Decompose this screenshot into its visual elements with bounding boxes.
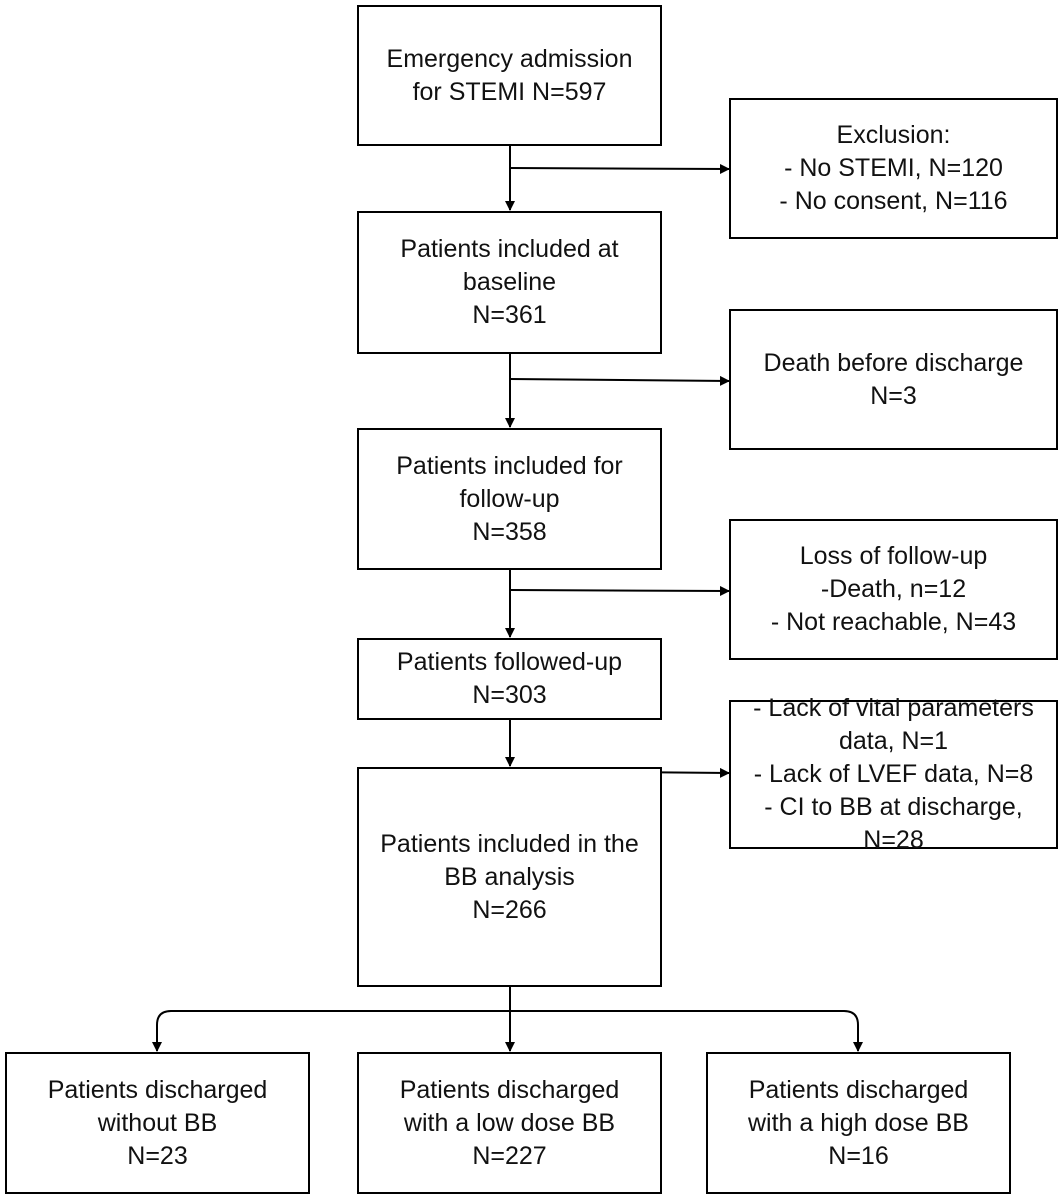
baseline-line-3: N=361 <box>472 301 547 329</box>
followup-included-line-2: follow-up <box>459 484 560 513</box>
missing-line-4: - CI to BB at discharge, <box>764 793 1023 821</box>
bb-analysis-line-3: N=266 <box>472 895 547 924</box>
loss-of-followup-box: Loss of follow-up -Death, n=12 - Not rea… <box>729 519 1058 660</box>
missing-data-box: - Lack of vital parameters data, N=1 - L… <box>729 694 1058 854</box>
followed-up-box: Patients followed-up N=303 <box>357 638 662 720</box>
bb-analysis-box: Patients included in the BB analysis N=2… <box>357 767 662 987</box>
high-dose-bb-box: Patients discharged with a high dose BB … <box>706 1052 1011 1194</box>
missing-line-2: data, N=1 <box>838 727 949 755</box>
high-dose-line-2: with a high dose BB <box>748 1108 969 1137</box>
death-line-2: N=3 <box>870 381 917 410</box>
loss-line-2: -Death, n=12 <box>820 575 967 603</box>
without-bb-line-3: N=23 <box>127 1141 188 1170</box>
low-dose-line-2: with a low dose BB <box>403 1108 616 1137</box>
without-bb-line-2: without BB <box>97 1108 218 1137</box>
arrow-to-death <box>509 375 730 386</box>
followed-up-line-2: N=303 <box>472 681 547 709</box>
without-bb-line-1: Patients discharged <box>47 1075 268 1104</box>
missing-line-3: - Lack of LVEF data, N=8 <box>753 760 1034 788</box>
exclusion-line-1: Exclusion: <box>836 121 951 149</box>
baseline-box: Patients included at baseline N=361 <box>357 211 662 354</box>
high-dose-line-3: N=16 <box>828 1141 889 1170</box>
low-dose-bb-box: Patients discharged with a low dose BB N… <box>357 1052 662 1194</box>
high-dose-line-1: Patients discharged <box>748 1075 969 1104</box>
followup-included-line-3: N=358 <box>472 517 547 546</box>
followup-included-box: Patients included for follow-up N=358 <box>357 428 662 570</box>
exclusion-box: Exclusion: - No STEMI, N=120 - No consen… <box>729 98 1058 239</box>
low-dose-line-3: N=227 <box>472 1141 547 1170</box>
arrow-to-loss <box>509 585 730 596</box>
baseline-line-1: Patients included at <box>400 235 619 263</box>
missing-line-1: - Lack of vital parameters <box>753 694 1034 722</box>
baseline-line-2: baseline <box>462 268 557 296</box>
admission-line-1: Emergency admission <box>386 44 633 73</box>
bb-analysis-line-1: Patients included in the <box>380 829 639 858</box>
loss-line-3: - Not reachable, N=43 <box>770 608 1017 636</box>
loss-line-1: Loss of follow-up <box>799 542 988 570</box>
admission-box: Emergency admission for STEMI N=597 <box>357 5 662 146</box>
followup-included-line-1: Patients included for <box>396 451 623 480</box>
followed-up-line-1: Patients followed-up <box>396 648 623 676</box>
missing-line-5: N=28 <box>863 826 924 854</box>
death-before-discharge-box: Death before discharge N=3 <box>729 309 1058 450</box>
arrow-to-exclusion <box>509 163 730 174</box>
low-dose-line-1: Patients discharged <box>399 1075 620 1104</box>
without-bb-box: Patients discharged without BB N=23 <box>5 1052 310 1194</box>
death-line-1: Death before discharge <box>763 348 1024 377</box>
arrow-bb-to-high-dose <box>510 1010 863 1052</box>
arrow-bb-to-without <box>152 1010 510 1052</box>
exclusion-line-2: - No STEMI, N=120 <box>784 154 1003 182</box>
bb-analysis-line-2: BB analysis <box>444 862 575 891</box>
exclusion-line-3: - No consent, N=116 <box>779 187 1008 215</box>
admission-line-2: for STEMI N=597 <box>412 77 607 106</box>
